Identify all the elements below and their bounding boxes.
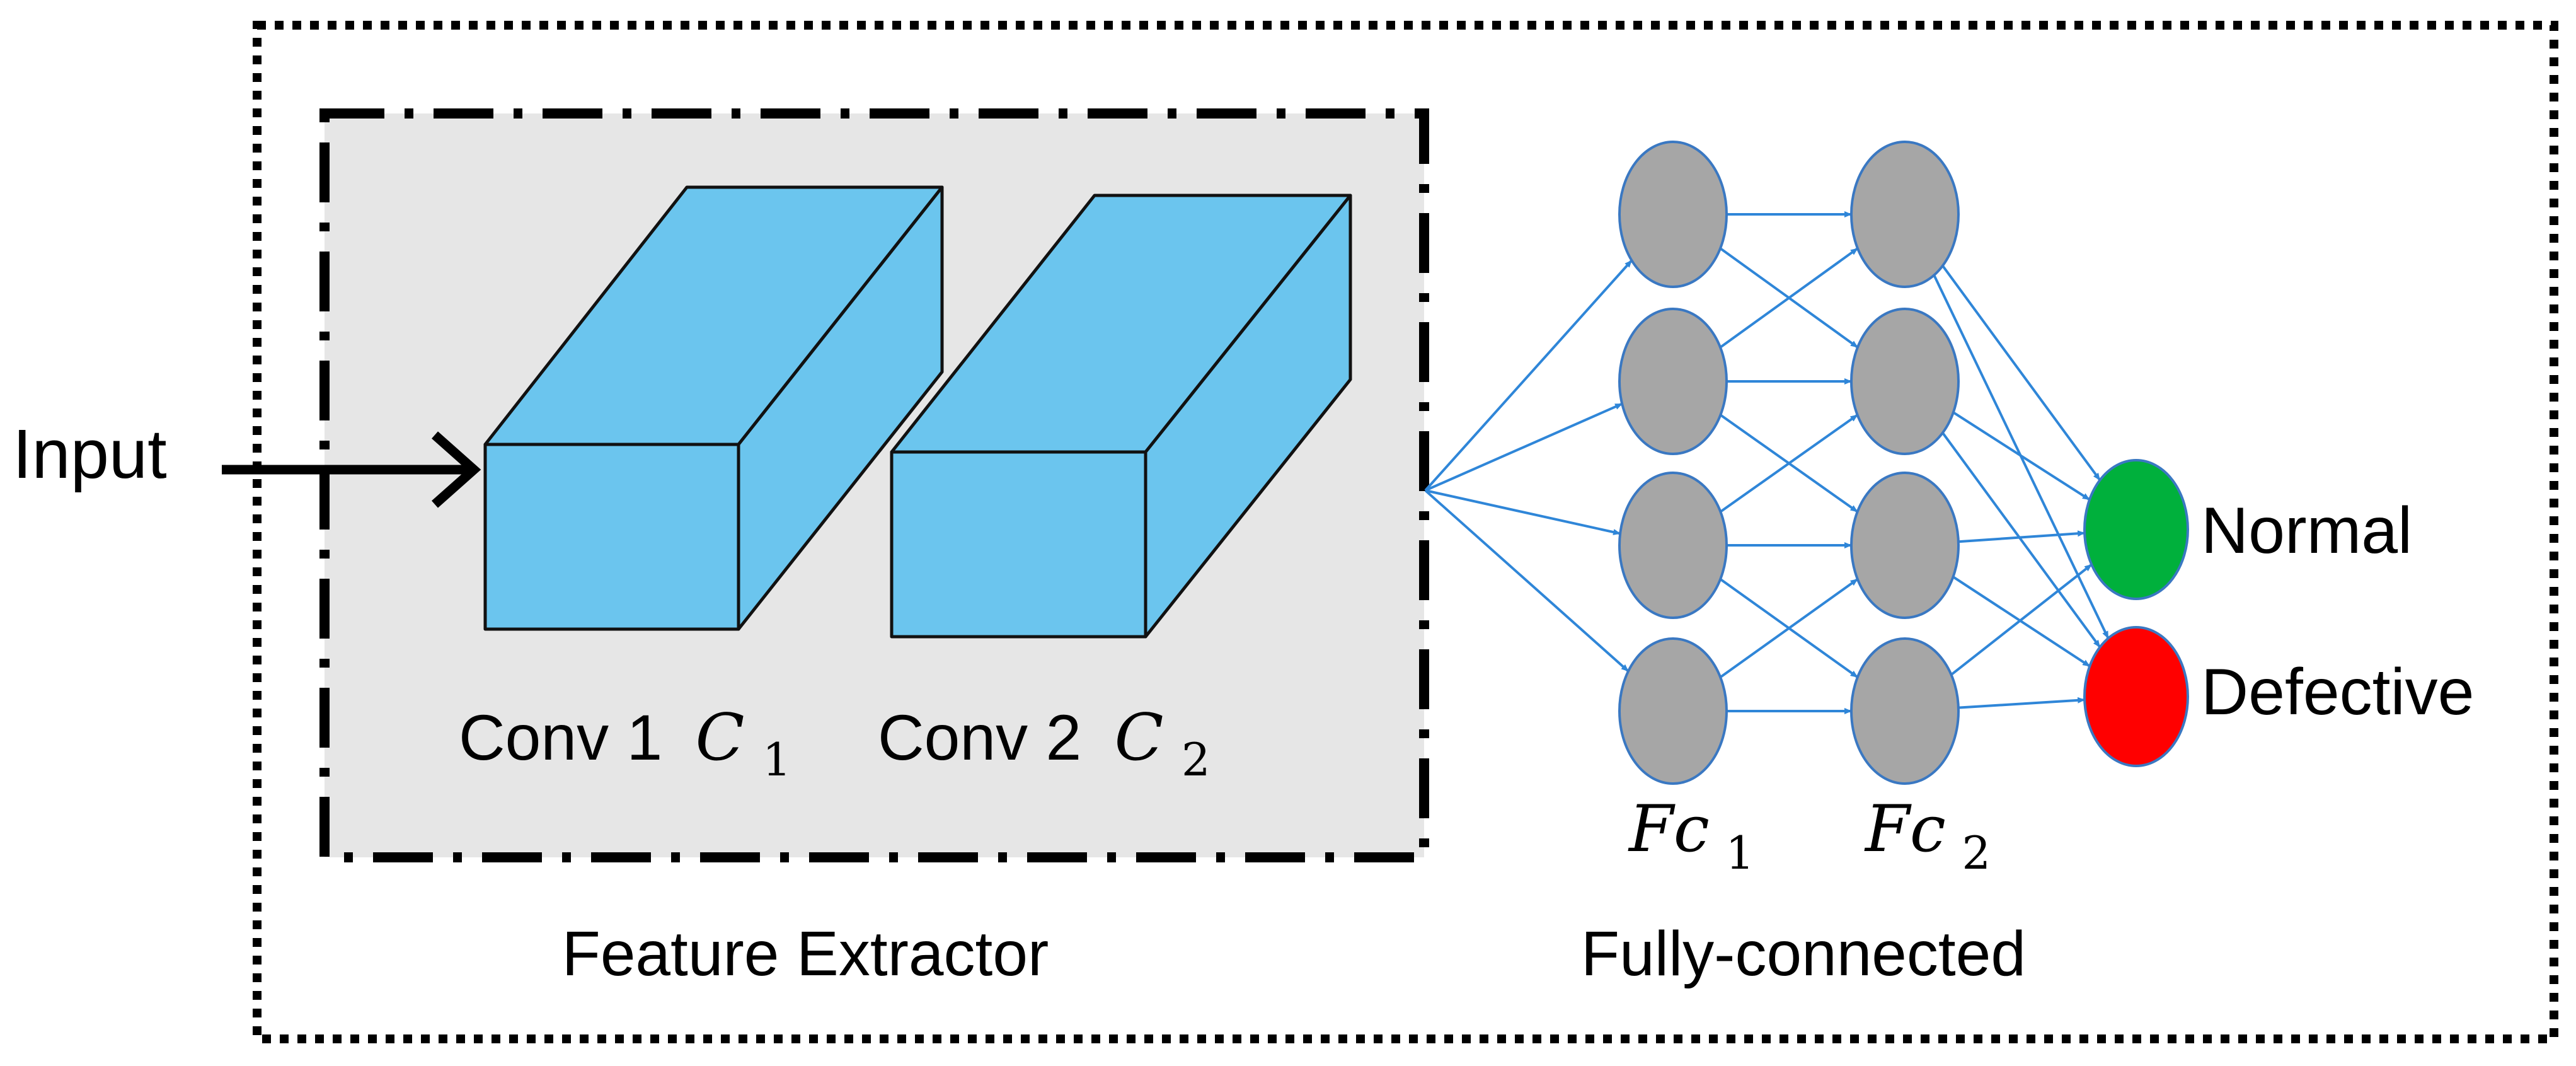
connections bbox=[1424, 211, 2110, 714]
connection-fc2-3-defective bbox=[1952, 576, 2091, 668]
fc2-symbol: Fc bbox=[1864, 792, 1946, 867]
connection-fc2-1-normal bbox=[1941, 265, 2102, 481]
conv1-symbol: C bbox=[696, 700, 745, 775]
output-neuron-normal bbox=[2083, 459, 2189, 600]
output-neuron-defective bbox=[2083, 626, 2189, 767]
defective-label: Defective bbox=[2201, 656, 2475, 729]
connection-extractor-fc1-2 bbox=[1425, 402, 1623, 492]
connection-fc2-4-defective bbox=[1958, 697, 2086, 709]
input-arrow bbox=[222, 431, 481, 508]
fc2-neuron-4 bbox=[1850, 637, 1960, 785]
neurons bbox=[1618, 141, 2189, 785]
fc2-label: Fc 2 bbox=[1864, 792, 1991, 879]
fc2-neuron-1 bbox=[1850, 141, 1960, 288]
fc2-subscript: 2 bbox=[1962, 826, 1991, 879]
conv1-subscript: 1 bbox=[762, 733, 791, 786]
fc2-neuron-2 bbox=[1850, 308, 1960, 455]
conv1-label-prefix: Conv 1 bbox=[459, 702, 662, 773]
fc1-symbol: Fc bbox=[1628, 792, 1710, 867]
fc1-subscript: 1 bbox=[1725, 826, 1754, 879]
feature-extractor-label: Feature Extractor bbox=[562, 918, 1049, 989]
conv2-front-face bbox=[890, 450, 1147, 639]
fully-connected-label: Fully-connected bbox=[1581, 918, 2026, 989]
connection-fc1-3-fc2-2 bbox=[1720, 414, 1858, 513]
fc1-neuron-4 bbox=[1618, 637, 1728, 785]
fc1-neuron-3 bbox=[1618, 472, 1728, 619]
connection-extractor-fc1-4 bbox=[1424, 489, 1630, 673]
conv2-label-prefix: Conv 2 bbox=[878, 702, 1081, 773]
conv2-block bbox=[890, 194, 1352, 639]
conv2-symbol: C bbox=[1115, 700, 1164, 775]
fc1-neuron-2 bbox=[1618, 308, 1728, 455]
connection-fc1-2-fc2-1 bbox=[1719, 247, 1859, 349]
connection-extractor-fc1-1 bbox=[1424, 259, 1633, 492]
fc1-label: Fc 1 bbox=[1628, 792, 1754, 879]
fc1-neuron-1 bbox=[1618, 141, 1728, 288]
fc2-neuron-3 bbox=[1850, 472, 1960, 619]
connection-fc2-4-normal bbox=[1950, 563, 2093, 676]
connection-fc2-2-normal bbox=[1952, 411, 2091, 501]
input-label: Input bbox=[13, 415, 167, 493]
outer-frame bbox=[253, 21, 2558, 1043]
normal-label: Normal bbox=[2201, 494, 2412, 567]
connection-fc2-3-normal bbox=[1958, 530, 2086, 543]
conv2-label: Conv 2 C 2 bbox=[878, 700, 1210, 786]
conv1-front-face bbox=[483, 443, 740, 631]
conv1-label: Conv 1 C 1 bbox=[459, 700, 791, 786]
connection-fc1-4-fc2-3 bbox=[1719, 578, 1859, 678]
connection-fc2-2-defective bbox=[1941, 432, 2102, 648]
conv2-subscript: 2 bbox=[1182, 733, 1210, 786]
connection-extractor-fc1-3 bbox=[1425, 489, 1621, 535]
conv1-block bbox=[483, 185, 944, 631]
